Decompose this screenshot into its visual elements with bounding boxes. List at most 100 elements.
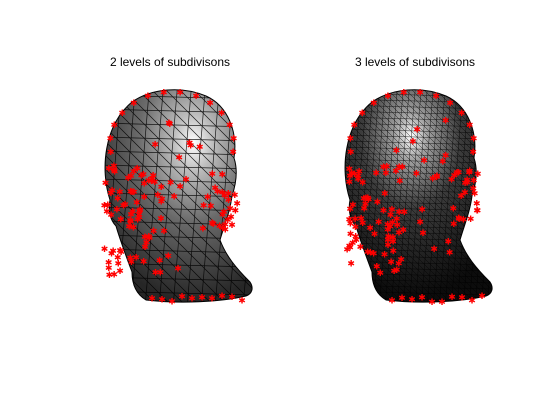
mesh-edge <box>105 89 253 303</box>
sensor-marker: ✱ <box>367 249 375 259</box>
head-mesh-3-levels: ✱✱✱✱✱✱✱✱✱✱✱✱✱✱✱✱✱✱✱✱✱✱✱✱✱✱✱✱✱✱✱✱✱✱✱✱✱✱✱✱… <box>300 80 530 320</box>
sensor-marker: ✱ <box>386 222 394 232</box>
sensor-marker: ✱ <box>157 215 165 225</box>
sensor-marker: ✱ <box>149 171 157 181</box>
sensor-marker: ✱ <box>445 237 453 247</box>
mesh-edge <box>504 80 530 320</box>
mesh-edge <box>183 89 253 303</box>
sensor-marker: ✱ <box>458 109 466 119</box>
sensor-marker: ✱ <box>135 214 143 224</box>
sensor-marker: ✱ <box>143 239 151 249</box>
sensor-marker: ✱ <box>468 297 476 307</box>
sensor-marker: ✱ <box>174 265 182 275</box>
sensor-marker: ✱ <box>347 260 355 270</box>
sensor-marker: ✱ <box>357 243 365 253</box>
panel-3-levels: 3 levels of subdivisons ✱✱✱✱✱✱✱✱✱✱✱✱✱✱✱✱… <box>300 0 530 340</box>
sensor-marker: ✱ <box>375 218 383 228</box>
sensor-marker: ✱ <box>207 202 215 212</box>
sensor-marker: ✱ <box>116 267 124 277</box>
sensor-marker: ✱ <box>428 298 436 308</box>
mesh-edge <box>345 89 451 303</box>
mesh-edge <box>345 89 493 303</box>
sensor-marker: ✱ <box>397 255 405 265</box>
sensor-marker: ✱ <box>346 178 354 188</box>
mesh-edge <box>345 89 481 303</box>
sensor-marker: ✱ <box>399 163 407 173</box>
sensor-marker: ✱ <box>196 143 204 153</box>
mesh-edge <box>345 89 475 303</box>
sensor-marker: ✱ <box>395 260 403 270</box>
sensor-marker: ✱ <box>158 195 166 205</box>
sensor-marker: ✱ <box>120 201 128 211</box>
sensor-marker: ✱ <box>384 236 392 246</box>
sensor-marker: ✱ <box>111 168 119 178</box>
mesh-edge <box>485 89 493 303</box>
sensor-marker: ✱ <box>446 248 454 258</box>
sensor-marker: ✱ <box>354 175 362 185</box>
sensor-marker: ✱ <box>381 190 389 200</box>
sensor-marker: ✱ <box>110 270 118 280</box>
mesh-edge <box>300 80 312 320</box>
mesh-edge <box>528 80 530 320</box>
sensor-marker: ✱ <box>360 205 368 215</box>
sensor-marker: ✱ <box>419 229 427 239</box>
sensor-marker: ✱ <box>206 99 214 109</box>
sensor-marker: ✱ <box>158 295 166 305</box>
mesh-edge <box>105 89 187 303</box>
sensor-marker: ✱ <box>221 220 229 230</box>
sensor-marker: ✱ <box>214 188 222 198</box>
sensor-marker: ✱ <box>167 179 175 189</box>
mesh-edge <box>345 89 421 303</box>
sensor-marker: ✱ <box>371 230 379 240</box>
mesh-edge <box>105 89 243 303</box>
mesh-edge <box>105 89 215 303</box>
mesh-edge <box>345 89 493 303</box>
sensor-marker: ✱ <box>175 154 183 164</box>
sensor-marker: ✱ <box>219 171 227 181</box>
sensor-marker: ✱ <box>105 264 113 274</box>
sensor-marker: ✱ <box>389 238 397 248</box>
sensor-marker: ✱ <box>370 250 378 260</box>
mesh-edge <box>491 89 493 303</box>
sensor-marker: ✱ <box>224 216 232 226</box>
sensor-marker: ✱ <box>103 207 111 217</box>
mesh-edge <box>345 89 493 303</box>
mesh-edge <box>157 89 179 303</box>
mesh-edge <box>345 89 493 303</box>
mesh-edge <box>60 80 102 320</box>
sensor-marker: ✱ <box>346 165 354 175</box>
sensor-marker: ✱ <box>418 206 426 216</box>
mesh-edge <box>300 314 530 320</box>
mesh-edge <box>345 89 493 303</box>
mesh-edge <box>345 89 493 303</box>
sensor-marker: ✱ <box>141 193 149 203</box>
sensor-marker: ✱ <box>384 241 392 251</box>
sensor-marker: ✱ <box>107 211 115 221</box>
sensor-marker: ✱ <box>105 259 113 269</box>
sensor-marker: ✱ <box>198 293 206 303</box>
mesh-edge <box>60 318 280 320</box>
sensor-marker: ✱ <box>127 254 135 264</box>
panel-title: 2 levels of subdivisons <box>109 55 231 69</box>
mesh-edge <box>60 80 74 320</box>
sensor-marker: ✱ <box>132 253 140 263</box>
sensor-marker: ✱ <box>400 89 408 99</box>
sensor-marker: ✱ <box>218 109 226 119</box>
sensor-marker: ✱ <box>353 236 361 246</box>
sensor-marker: ✱ <box>420 156 428 166</box>
sensor-marker: ✱ <box>114 253 122 263</box>
sensor-marker: ✱ <box>127 217 135 227</box>
sensor-marker: ✱ <box>365 195 373 205</box>
sensor-marker: ✱ <box>448 293 456 303</box>
sensor-marker: ✱ <box>346 216 354 226</box>
sensor-marker: ✱ <box>121 201 129 211</box>
sensor-marker: ✱ <box>145 177 153 187</box>
mesh-edge <box>516 80 530 320</box>
sensor-marker: ✱ <box>354 172 362 182</box>
sensor-marker: ✱ <box>148 174 156 184</box>
mesh-edge <box>413 89 493 303</box>
sensor-marker: ✱ <box>470 185 478 195</box>
sensor-marker: ✱ <box>474 170 482 180</box>
sensor-marker: ✱ <box>113 205 121 215</box>
sensor-marker: ✱ <box>225 196 233 206</box>
